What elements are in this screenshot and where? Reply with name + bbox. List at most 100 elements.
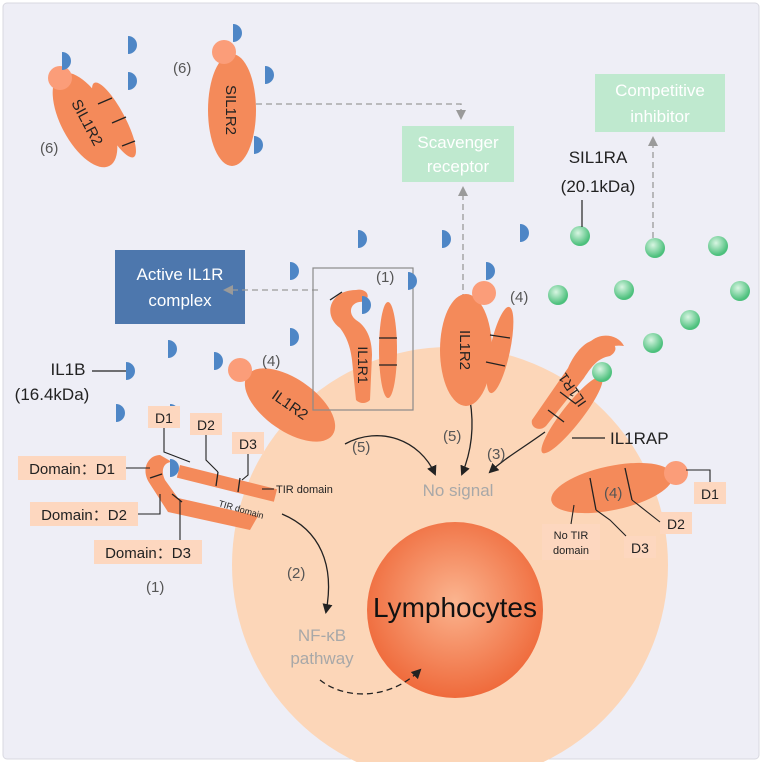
il1b-ligand bbox=[214, 352, 223, 370]
il1r1-receptor-boxed: IL1R1 bbox=[329, 289, 397, 403]
sil1ra-sphere bbox=[614, 280, 634, 300]
domain-label-domain-d3: Domain：D3 bbox=[94, 500, 202, 564]
il1r1-boxed-label: IL1R1 bbox=[355, 346, 371, 384]
active-complex-line1: Active IL1R bbox=[137, 265, 224, 284]
nfkb-label: NF-κB bbox=[298, 626, 346, 645]
step-3-marker: (3) bbox=[487, 446, 505, 463]
il1r2-right-label: IL1R2 bbox=[456, 330, 473, 370]
il1b-ligand bbox=[362, 296, 371, 314]
no-tir-line1: No TIR bbox=[554, 530, 589, 542]
d2-right-text: D2 bbox=[667, 516, 685, 532]
il1b-ligand bbox=[442, 230, 451, 248]
d1-right-text: D1 bbox=[701, 486, 719, 502]
d2-top-text: D2 bbox=[197, 417, 215, 433]
no-tir-line2: domain bbox=[553, 545, 589, 557]
il1b-ligand bbox=[254, 136, 263, 154]
step3-arrow bbox=[488, 431, 546, 474]
sil1ra-ligands bbox=[548, 226, 750, 382]
d3-right-text: D3 bbox=[631, 540, 649, 556]
no-signal-label: No signal bbox=[423, 481, 494, 500]
il1r1-complex-box bbox=[312, 267, 414, 411]
step-4-marker-bottom: (4) bbox=[604, 485, 622, 502]
step-1-marker-boxed: (1) bbox=[376, 269, 394, 286]
il1b-ligand bbox=[126, 362, 135, 380]
il1b-ligand bbox=[290, 262, 299, 280]
domain-label-d1-right: D1 bbox=[686, 469, 726, 504]
il1b-ligand bbox=[486, 262, 495, 280]
il1b-ligand bbox=[233, 24, 242, 42]
domain-d2-text: Domain：D2 bbox=[41, 507, 127, 524]
d1-top-text: D1 bbox=[155, 410, 173, 426]
il1b-ligand bbox=[128, 72, 137, 90]
sil1r2-receptor-left: SIL1R2 bbox=[48, 66, 136, 168]
pathway-label: pathway bbox=[290, 649, 354, 668]
scavenger-line1: Scavenger bbox=[417, 133, 499, 152]
step5-left-arrow bbox=[344, 435, 437, 476]
domain-label-d2-right: D2 bbox=[631, 499, 692, 534]
sil1ra-label: SIL1RA bbox=[569, 148, 628, 167]
tir-domain-label: TIR domain bbox=[276, 484, 333, 496]
active-il1r-complex-callout: Active IL1R complex bbox=[115, 250, 245, 324]
sil1r2-to-scavenger-arrow bbox=[246, 103, 466, 120]
sil1r2-top-label: SIL1R2 bbox=[222, 85, 239, 135]
competitive-inhibitor-callout: Competitive inhibitor bbox=[595, 74, 725, 132]
il1b-ligands bbox=[62, 24, 529, 477]
il1b-ligand bbox=[170, 459, 179, 477]
sil1ra-sphere bbox=[708, 236, 728, 256]
domain-label-domain-d1: Domain：D1 bbox=[18, 456, 150, 480]
il1b-ligand bbox=[408, 272, 417, 290]
active-complex-line2: complex bbox=[148, 291, 212, 310]
sil1ra-sphere bbox=[548, 285, 568, 305]
scavenger-line2: receptor bbox=[427, 157, 490, 176]
step-4-marker-left: (4) bbox=[262, 353, 280, 370]
sil1ra-mass-label: (20.1kDa) bbox=[561, 177, 636, 196]
step-2-marker: (2) bbox=[287, 565, 305, 582]
il1rap-label: IL1RAP bbox=[610, 429, 669, 448]
no-tir-domain-callout: No TIR domain bbox=[542, 504, 600, 560]
competitive-line2: inhibitor bbox=[630, 107, 690, 126]
il1r2-receptor-left: IL1R2 bbox=[228, 358, 336, 442]
step2-arrow bbox=[281, 513, 333, 614]
sil1ra-sphere bbox=[645, 238, 665, 258]
il1b-ligand bbox=[358, 230, 367, 248]
sil1ra-sphere bbox=[680, 310, 700, 330]
nfkb-to-nucleus-arrow bbox=[319, 668, 422, 695]
sil1ra-sphere bbox=[592, 362, 612, 382]
d3-top-text: D3 bbox=[239, 436, 257, 452]
il1b-ligand bbox=[168, 340, 177, 358]
il1b-ligand bbox=[290, 328, 299, 346]
il1b-ligand bbox=[128, 36, 137, 54]
scavenger-receptor-callout: Scavenger receptor bbox=[402, 126, 514, 182]
step-5-marker-left: (5) bbox=[352, 439, 370, 456]
domain-label-d3-right: D3 bbox=[595, 509, 656, 558]
il1b-ligand bbox=[62, 52, 71, 70]
domain-label-d3-top: D3 bbox=[232, 432, 264, 481]
competitive-line1: Competitive bbox=[615, 81, 705, 100]
cell-label: Lymphocytes bbox=[373, 592, 537, 623]
step-1-marker-bottom: (1) bbox=[146, 579, 164, 596]
il1b-ligand bbox=[116, 404, 125, 422]
domain-label-d1-top: D1 bbox=[148, 406, 191, 463]
domain-label-d2-top: D2 bbox=[190, 413, 222, 473]
il1b-ligand bbox=[520, 224, 529, 242]
il1b-ligand bbox=[265, 66, 274, 84]
il1r1-receptor-right: IL1R1 bbox=[531, 335, 624, 454]
step-6-marker-left: (6) bbox=[40, 140, 58, 157]
domain-d3-text: Domain：D3 bbox=[105, 545, 191, 562]
cell-nucleus bbox=[367, 522, 543, 698]
step-4-marker-right: (4) bbox=[510, 289, 528, 306]
sil1r2-receptor-top: SIL1R2 bbox=[208, 40, 256, 166]
sil1ra-sphere bbox=[643, 333, 663, 353]
step-5-marker-right: (5) bbox=[443, 428, 461, 445]
domain-d1-text: Domain：D1 bbox=[29, 461, 115, 478]
il1rap-receptor bbox=[551, 461, 688, 514]
sil1ra-sphere bbox=[570, 226, 590, 246]
domain-label-domain-d2: Domain：D2 bbox=[30, 494, 161, 526]
il1r2-receptor-right: IL1R2 bbox=[440, 281, 514, 406]
step-6-marker-top: (6) bbox=[173, 60, 191, 77]
il1b-mass-label: (16.4kDa) bbox=[15, 385, 90, 404]
step5-right-arrow bbox=[460, 399, 473, 476]
sil1ra-sphere bbox=[730, 281, 750, 301]
